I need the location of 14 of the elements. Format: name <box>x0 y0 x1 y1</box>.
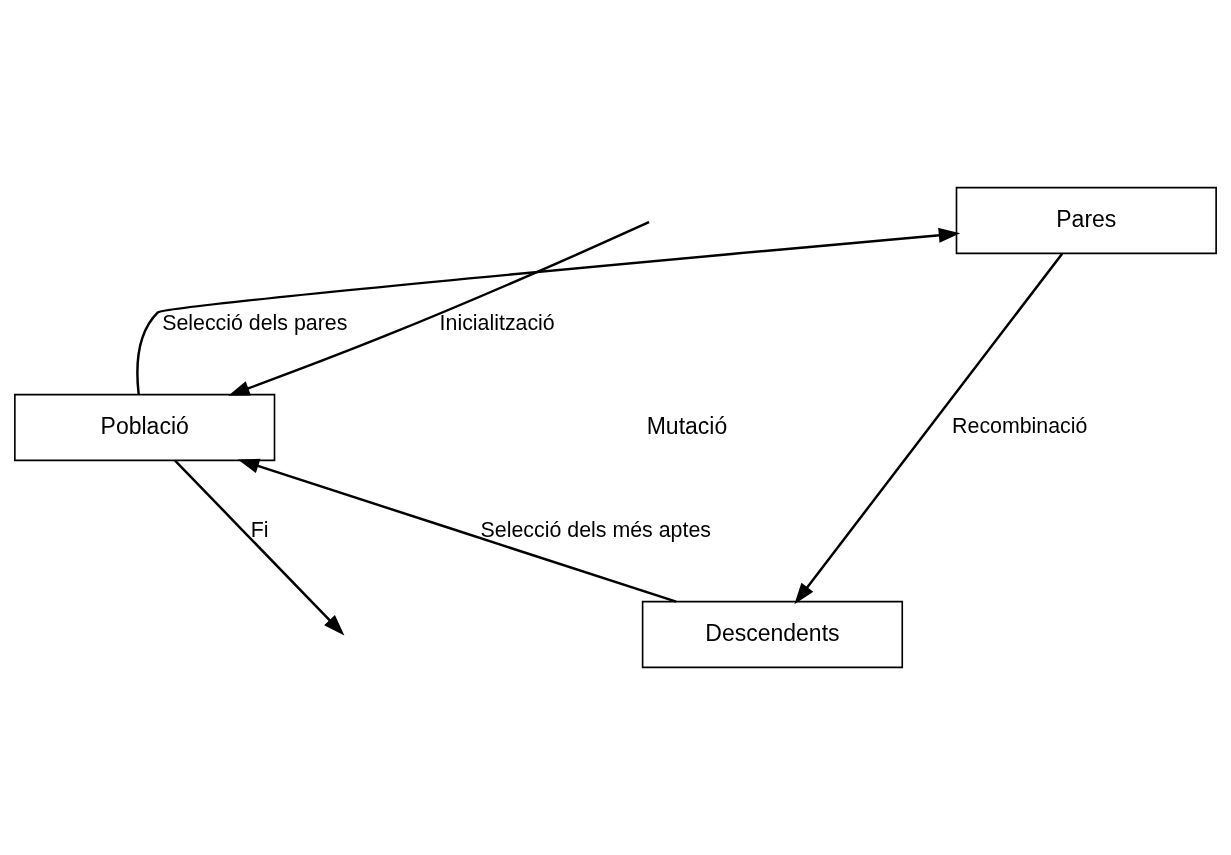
node-box: Descendents <box>641 600 904 669</box>
edge-label: Inicialització <box>439 310 555 335</box>
arrow <box>237 458 677 603</box>
label: Mutació <box>646 412 728 439</box>
arrow <box>136 227 961 395</box>
node-box: Població <box>14 393 276 462</box>
edge-label: Recombinació <box>952 414 1088 439</box>
node-box: Pares <box>955 186 1217 255</box>
edge-label: Selecció dels pares <box>162 310 348 335</box>
arrow <box>794 252 1064 605</box>
arrow <box>228 221 650 396</box>
edge-label: Selecció dels més aptes <box>480 517 711 542</box>
edge-label: Fi <box>250 517 269 542</box>
arrow <box>174 459 345 636</box>
